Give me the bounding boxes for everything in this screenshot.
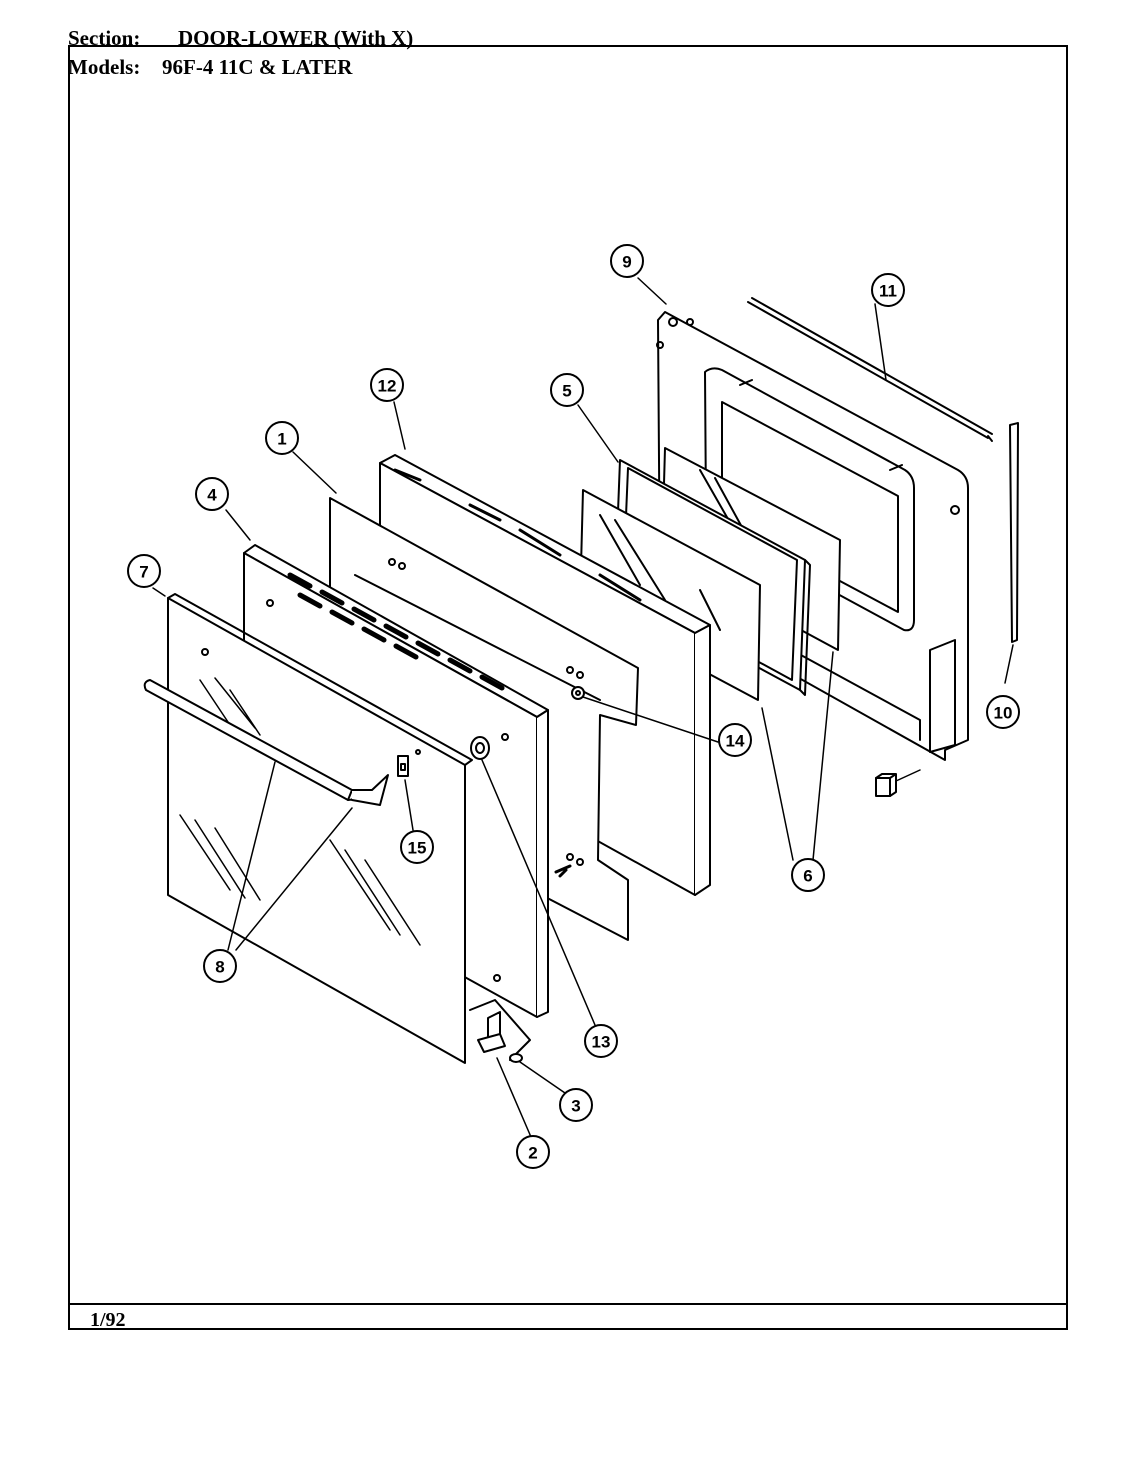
callout-label: 3 [571,1097,580,1116]
callout-label: 11 [879,282,897,301]
callout-7: 7 [127,554,161,588]
part-front-glass [167,593,473,1064]
callout-label: 12 [378,377,397,396]
footer-date: 1/92 [90,1309,126,1331]
callout-1: 1 [265,421,299,455]
part-top-rod [747,297,993,442]
part-side-rod [1009,422,1019,643]
callout-13: 13 [584,1024,618,1058]
callout-label: 15 [408,839,427,858]
callout-label: 1 [277,430,286,449]
callout-label: 2 [528,1144,537,1163]
callout-label: 10 [994,704,1013,723]
part-bushing [470,736,490,760]
part-inner-glass-front [579,489,761,701]
models-label: Models: [68,55,141,79]
leader-lines [152,277,1014,1138]
part-screw-upper [571,686,585,700]
part-door-handle [143,679,389,806]
diagram-frame [68,45,1068,1330]
part-hinge-screw [509,1053,523,1063]
callout-15: 15 [400,830,434,864]
callout-10: 10 [986,695,1020,729]
callout-label: 4 [207,486,217,505]
models-value: 96F-4 11C & LATER [162,55,353,79]
callout-2: 2 [516,1135,550,1169]
callout-label: 7 [139,563,148,582]
footer-divider [68,1303,1068,1305]
callout-label: 6 [803,867,812,886]
callout-label: 8 [215,958,224,977]
callout-8: 8 [203,949,237,983]
callout-6: 6 [791,858,825,892]
callout-label: 13 [592,1033,611,1052]
callout-label: 5 [562,382,571,401]
callout-11: 11 [871,273,905,307]
callout-4: 4 [195,477,229,511]
part-handle-clip [397,749,421,777]
part-hinge-bracket [469,999,531,1061]
callout-9: 9 [610,244,644,278]
callout-label: 9 [622,253,631,272]
callout-14: 14 [718,723,752,757]
callout-12: 12 [370,368,404,402]
callout-label: 14 [726,732,745,751]
callout-3: 3 [559,1088,593,1122]
part-clip [875,773,897,797]
callout-5: 5 [550,373,584,407]
